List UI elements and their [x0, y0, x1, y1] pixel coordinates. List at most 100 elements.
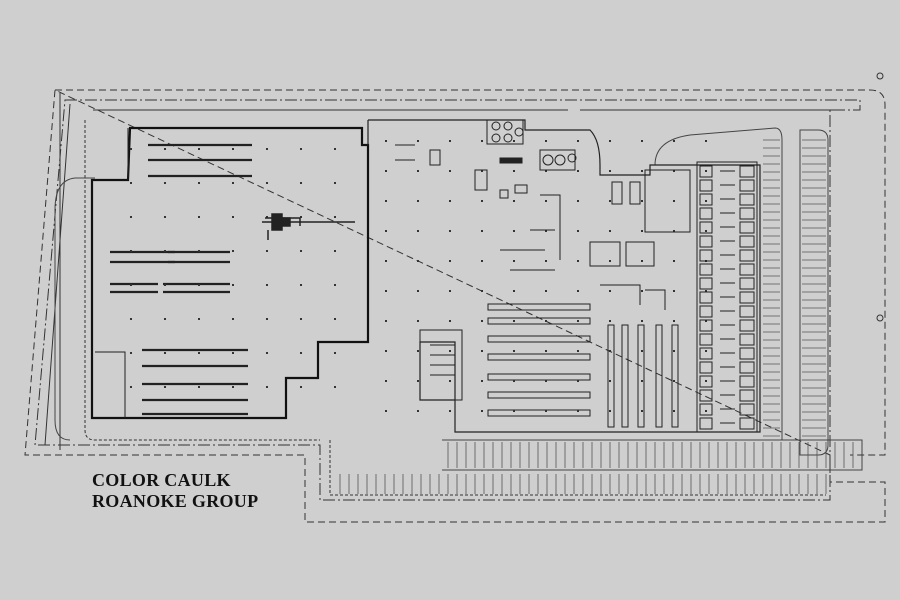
setback-line [34, 99, 861, 501]
dock-rack [487, 353, 591, 361]
column [449, 170, 451, 172]
dock-rack [487, 303, 591, 311]
office-room [739, 221, 755, 234]
column [641, 230, 643, 232]
column [300, 352, 302, 354]
column [385, 290, 387, 292]
column [198, 318, 200, 320]
parking-curb-south [442, 439, 863, 471]
column [334, 216, 336, 218]
inner-drive [84, 120, 826, 496]
office-room [699, 319, 713, 332]
office-room [699, 277, 713, 290]
column [545, 170, 547, 172]
column [481, 350, 483, 352]
column [705, 380, 707, 382]
column [609, 230, 611, 232]
column [300, 386, 302, 388]
column [130, 216, 132, 218]
column [300, 148, 302, 150]
column [164, 284, 166, 286]
column [334, 182, 336, 184]
column [449, 410, 451, 412]
office-room [739, 375, 755, 388]
column [417, 260, 419, 262]
column [449, 230, 451, 232]
column [385, 140, 387, 142]
column [334, 250, 336, 252]
column [417, 170, 419, 172]
column [513, 170, 515, 172]
column [266, 148, 268, 150]
column [417, 290, 419, 292]
column [449, 290, 451, 292]
column [334, 284, 336, 286]
column [417, 200, 419, 202]
column [673, 140, 675, 142]
office-room [739, 249, 755, 262]
stair-core [419, 329, 463, 401]
column [545, 230, 547, 232]
column [545, 260, 547, 262]
column [641, 290, 643, 292]
column [385, 410, 387, 412]
column [641, 380, 643, 382]
office-room [699, 375, 713, 388]
column [641, 410, 643, 412]
property-boundary [24, 89, 886, 523]
column [481, 140, 483, 142]
column [385, 350, 387, 352]
office-room [699, 207, 713, 220]
column [481, 380, 483, 382]
column [577, 230, 579, 232]
column [300, 284, 302, 286]
column [385, 260, 387, 262]
column [513, 410, 515, 412]
column [705, 320, 707, 322]
column [417, 410, 419, 412]
column [266, 318, 268, 320]
column [198, 148, 200, 150]
column [130, 284, 132, 286]
office-room [699, 403, 713, 416]
dock-rack-vertical [637, 324, 645, 428]
dock-rack-vertical [671, 324, 679, 428]
column [545, 380, 547, 382]
parking-curb-east [799, 129, 829, 456]
column [545, 140, 547, 142]
column [577, 140, 579, 142]
column [385, 170, 387, 172]
column [232, 216, 234, 218]
column [130, 352, 132, 354]
column [198, 386, 200, 388]
office-room [739, 179, 755, 192]
dock-rack-vertical [655, 324, 663, 428]
column [198, 216, 200, 218]
column [609, 170, 611, 172]
office-room [699, 305, 713, 318]
drawing-title-block: COLOR CAULK ROANOKE GROUP [92, 470, 258, 512]
column [641, 170, 643, 172]
column [705, 290, 707, 292]
column [513, 320, 515, 322]
column [577, 260, 579, 262]
office-room [739, 417, 755, 430]
column [232, 148, 234, 150]
dock-rack [487, 335, 591, 343]
column [609, 350, 611, 352]
office-room [739, 333, 755, 346]
building-outline [367, 119, 761, 433]
office-room [699, 249, 713, 262]
column [673, 410, 675, 412]
dock-rack [487, 317, 591, 325]
project-name: COLOR CAULK [92, 470, 231, 490]
site-marker-2 [876, 314, 884, 322]
conveyor-line [262, 213, 355, 240]
column [232, 182, 234, 184]
column [513, 260, 515, 262]
parking-curb-yard [654, 127, 783, 440]
office-room [699, 235, 713, 248]
column [164, 318, 166, 320]
office-room [739, 291, 755, 304]
